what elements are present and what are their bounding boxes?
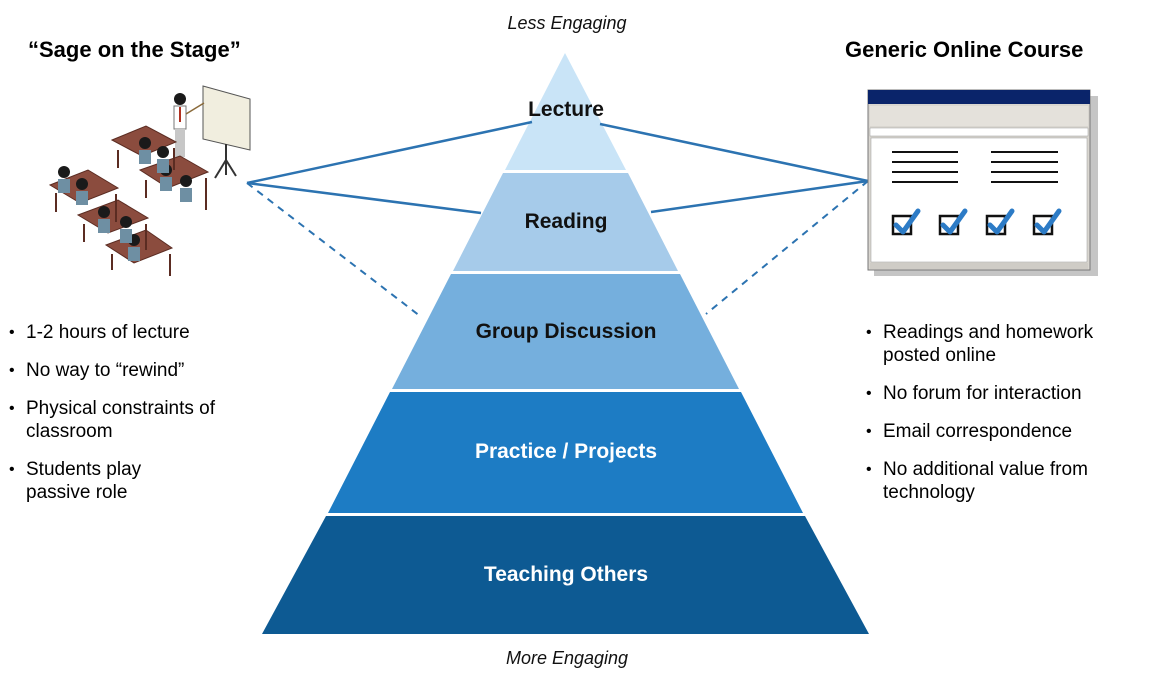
left-bullet-item: 1-2 hours of lecture: [9, 321, 259, 344]
right-bullet-item: Readings and homework posted online: [866, 321, 1153, 367]
tier-teaching-shape: [262, 516, 869, 634]
right-connector-lecture: [599, 122, 869, 183]
right-connector-reading: [650, 179, 869, 214]
right-bullet-list: Readings and homework posted online No f…: [866, 321, 1156, 519]
left-bullet-item: Physical constraints of classroom: [9, 397, 251, 443]
left-heading: “Sage on the Stage”: [28, 37, 241, 62]
right-connector-discussion: [705, 180, 869, 315]
bottom-axis-label: More Engaging: [505, 648, 629, 668]
left-connector-reading: [246, 181, 482, 215]
top-axis-label: Less Engaging: [507, 13, 627, 33]
tier-group-discussion-shape: [392, 274, 739, 389]
left-bullet-item: Students play passive role: [9, 458, 206, 504]
left-bullet-list: 1-2 hours of lecture No way to “rewind” …: [9, 321, 259, 519]
tier-reading-label: Reading: [524, 210, 608, 233]
tier-lecture-shape: [505, 53, 626, 170]
right-heading: Generic Online Course: [845, 37, 1084, 62]
right-bullet-item: No forum for interaction: [866, 382, 1156, 405]
tier-practice-shape: [328, 392, 803, 513]
tier-reading-shape: [453, 173, 678, 271]
tier-practice-projects-label: Practice / Projects: [474, 440, 658, 463]
classroom-illustration: [48, 85, 251, 276]
left-connector-lecture: [246, 120, 533, 185]
right-bullet-item: No additional value from technology: [866, 458, 1155, 504]
browser-window-illustration: [867, 89, 1098, 276]
right-bullet-item: Email correspondence: [866, 420, 1156, 443]
tier-group-discussion-label: Group Discussion: [475, 320, 657, 343]
tier-teaching-others-label: Teaching Others: [483, 563, 649, 586]
left-bullet-item: No way to “rewind”: [9, 359, 259, 382]
tier-lecture-label: Lecture: [528, 98, 604, 121]
left-connector-discussion: [246, 182, 421, 317]
